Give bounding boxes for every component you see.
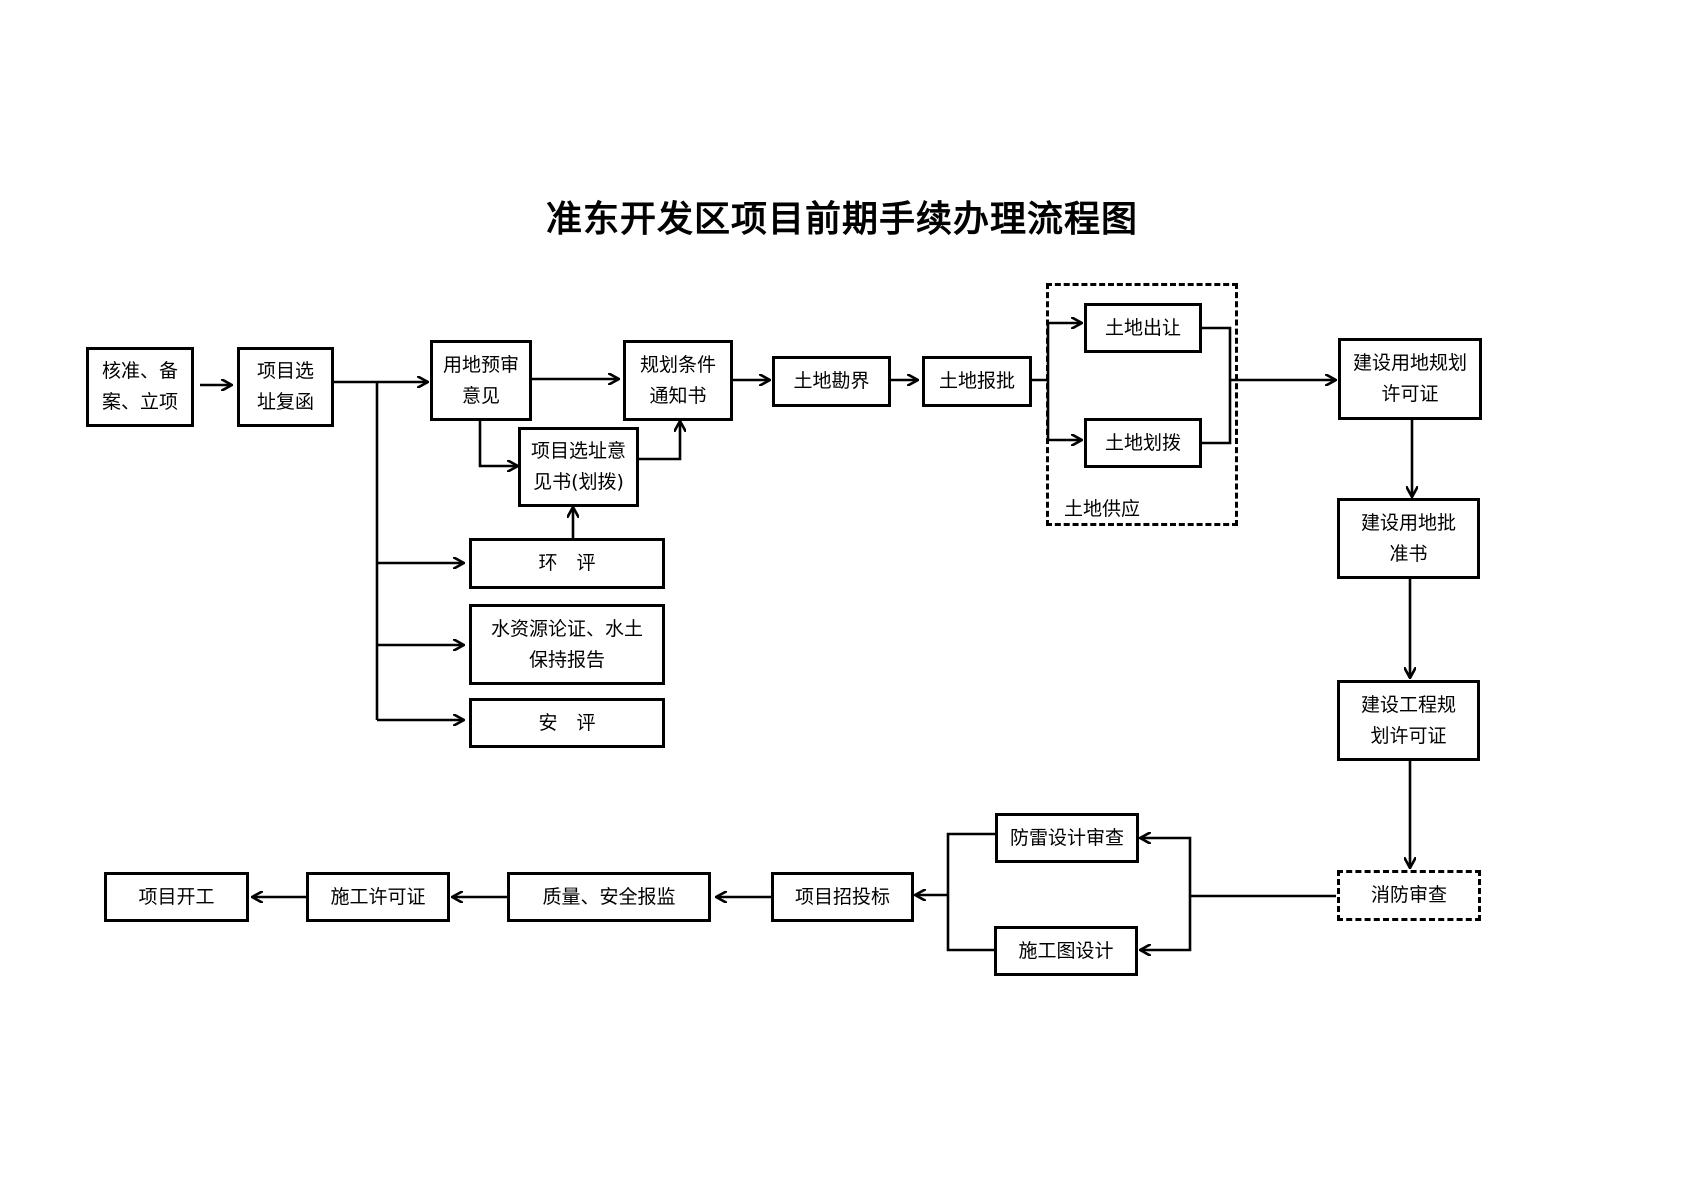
node-zhaotoubiao-label: 项目招投标 bbox=[794, 885, 890, 908]
node-fanglei-label: 防雷设计审查 bbox=[1009, 826, 1124, 849]
node-xuanzhi-yijianshu-label: 项目选址意 见书(划拨) bbox=[530, 440, 626, 493]
node-baopi-label: 土地报批 bbox=[938, 370, 1015, 392]
node-ydgh-xkz-label: 建设用地规划 许可证 bbox=[1352, 352, 1467, 405]
land-supply-label: 土地供应 bbox=[1064, 498, 1141, 520]
node-kance: 土地勘界 bbox=[772, 356, 891, 407]
node-sgt-sheji: 施工图设计 bbox=[994, 926, 1138, 976]
node-guihua-tiaojian: 规划条件 通知书 bbox=[623, 340, 733, 421]
node-gcgh-xkz-label: 建设工程规 划许可证 bbox=[1360, 693, 1456, 747]
node-xuanzhi-fuhan: 项目选 址复函 bbox=[237, 347, 334, 427]
node-yongdi-yushen: 用地预审 意见 bbox=[430, 340, 532, 421]
node-zhaotoubiao: 项目招投标 bbox=[771, 872, 914, 922]
node-zhiliang-label: 质量、安全报监 bbox=[542, 885, 676, 908]
node-shuiziyuan: 水资源论证、水土 保持报告 bbox=[469, 604, 665, 685]
node-churang: 土地出让 bbox=[1084, 303, 1202, 353]
node-huabo: 土地划拨 bbox=[1084, 418, 1202, 468]
node-fanglei: 防雷设计审查 bbox=[995, 813, 1139, 863]
node-gcgh-xkz: 建设工程规 划许可证 bbox=[1337, 680, 1480, 761]
node-yd-pzs: 建设用地批 准书 bbox=[1337, 498, 1480, 579]
node-ydgh-xkz: 建设用地规划 许可证 bbox=[1338, 338, 1482, 420]
node-sg-xkz: 施工许可证 bbox=[306, 872, 450, 922]
node-yongdi-yushen-label: 用地预审 意见 bbox=[442, 353, 519, 407]
land-supply-group bbox=[1046, 283, 1238, 526]
node-yd-pzs-label: 建设用地批 准书 bbox=[1360, 511, 1456, 565]
node-zhiliang: 质量、安全报监 bbox=[507, 872, 711, 922]
node-xiaofang-label: 消防审查 bbox=[1370, 884, 1447, 906]
page-title: 准东开发区项目前期手续办理流程图 bbox=[545, 199, 1138, 240]
node-xiaofang: 消防审查 bbox=[1337, 870, 1481, 921]
node-huanping: 环 评 bbox=[469, 538, 665, 589]
node-huabo-label: 土地划拨 bbox=[1104, 431, 1181, 454]
node-anping-label: 安 评 bbox=[538, 711, 596, 734]
node-hezhun-label: 核准、备 案、立项 bbox=[101, 360, 178, 413]
node-kaigong: 项目开工 bbox=[104, 872, 249, 922]
node-baopi: 土地报批 bbox=[922, 356, 1032, 407]
node-churang-label: 土地出让 bbox=[1104, 316, 1181, 339]
node-hezhun: 核准、备 案、立项 bbox=[86, 347, 194, 427]
node-sgt-sheji-label: 施工图设计 bbox=[1018, 939, 1114, 962]
node-sg-xkz-label: 施工许可证 bbox=[330, 885, 426, 908]
node-xuanzhi-yijianshu: 项目选址意 见书(划拨) bbox=[518, 427, 639, 507]
node-anping: 安 评 bbox=[469, 698, 665, 748]
node-guihua-tiaojian-label: 规划条件 通知书 bbox=[639, 353, 716, 407]
node-huanping-label: 环 评 bbox=[538, 552, 596, 574]
node-kance-label: 土地勘界 bbox=[793, 370, 870, 392]
node-xuanzhi-fuhan-label: 项目选 址复函 bbox=[256, 360, 314, 413]
node-kaigong-label: 项目开工 bbox=[138, 885, 215, 908]
node-shuiziyuan-label: 水资源论证、水土 保持报告 bbox=[490, 617, 643, 671]
